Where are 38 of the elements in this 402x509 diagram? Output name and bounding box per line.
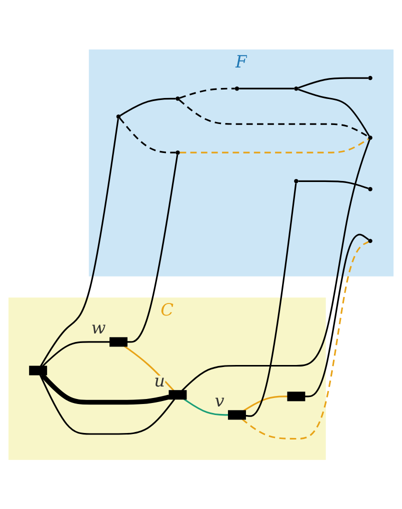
node-circle: [294, 178, 298, 184]
connector: [245, 182, 297, 417]
connector: [239, 88, 294, 90]
vertex-label: w: [91, 317, 106, 338]
vertex-label: u: [154, 370, 166, 390]
node-circle: [234, 86, 240, 91]
connector: [304, 234, 370, 398]
node-circle: [368, 186, 372, 192]
node-circle: [176, 96, 180, 101]
connector: [243, 395, 288, 412]
connector: [178, 99, 369, 138]
connector: [242, 240, 369, 440]
connector: [119, 118, 176, 154]
connector: [39, 374, 176, 435]
connector: [40, 118, 119, 367]
vertex-label: v: [214, 390, 224, 410]
connector: [298, 180, 369, 189]
node-circle: [368, 136, 372, 140]
connector: [298, 88, 370, 136]
node-box: [168, 390, 187, 400]
node-box: [287, 392, 306, 402]
node-circle: [176, 150, 180, 155]
connector: [184, 398, 228, 416]
connector: [298, 77, 368, 88]
connector: [179, 88, 235, 99]
connector: [126, 154, 178, 343]
node-box: [29, 366, 48, 376]
node-circle: [294, 86, 298, 91]
connector: [181, 139, 370, 391]
node-circle: [368, 76, 372, 80]
node-circle: [368, 238, 372, 243]
node-box: [228, 410, 246, 420]
connector: [120, 98, 176, 116]
node-circle: [116, 114, 121, 119]
connector: [180, 138, 369, 154]
connector: [42, 340, 110, 367]
connector: [124, 345, 174, 391]
node-box: [110, 337, 128, 347]
